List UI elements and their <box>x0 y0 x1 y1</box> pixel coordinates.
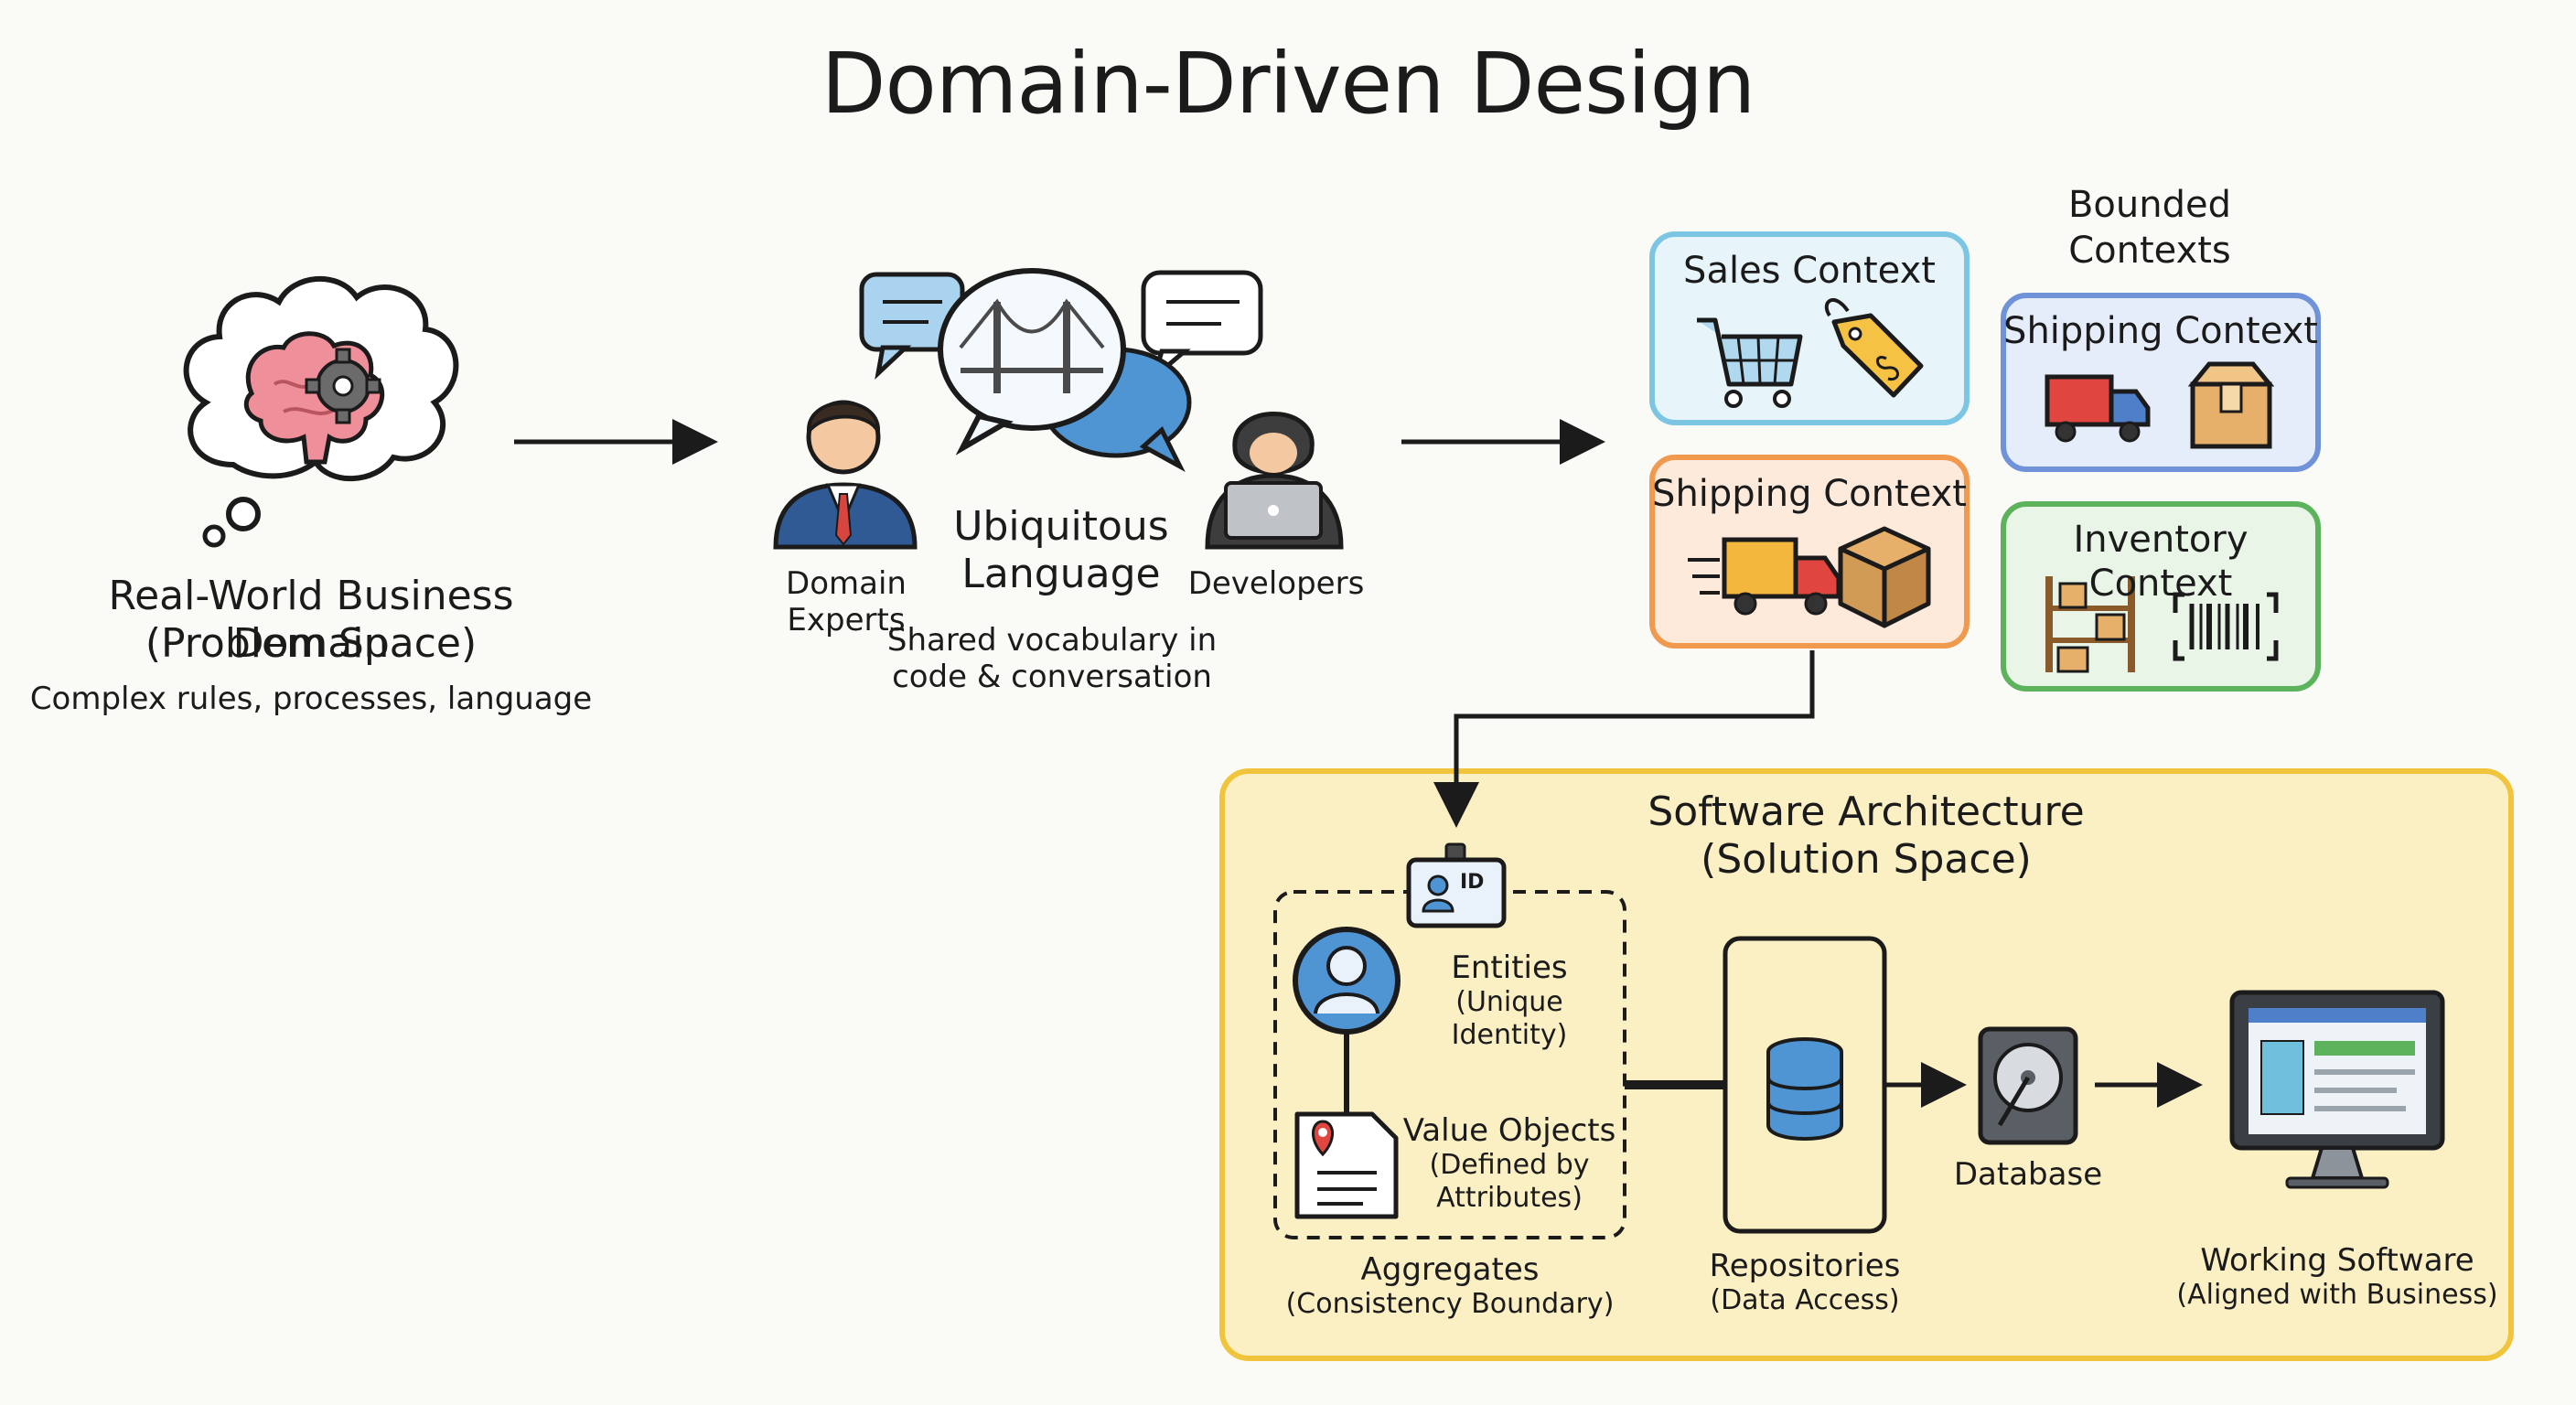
sales-context-box[interactable] <box>1649 231 1970 425</box>
ubiquitous-language-line2: Language <box>961 551 1161 597</box>
box-alt-icon <box>2187 361 2275 449</box>
price-tag-icon <box>1824 297 1924 398</box>
aggregates-label: Aggregates <box>1360 1251 1540 1288</box>
entities-label: Entities <box>1451 949 1568 986</box>
shipping-context-title: Shipping Context <box>1652 473 1967 515</box>
page-title: Domain-Driven Design <box>821 35 1756 133</box>
bounded-contexts-line2: Contexts <box>2068 230 2231 272</box>
repositories-label: Repositories <box>1709 1248 1901 1284</box>
bridge-icon <box>938 268 1126 456</box>
barcode-icon <box>2173 592 2279 661</box>
developers-label: Developers <box>1187 565 1365 602</box>
problem-subtitle: Complex rules, processes, language <box>29 681 593 717</box>
problem-title-line2: (Problem Space) <box>145 620 478 667</box>
ubiquitous-language-line1: Ubiquitous <box>953 503 1169 550</box>
shelves-icon <box>2045 576 2135 673</box>
aggregates-sub: (Consistency Boundary) <box>1285 1288 1615 1320</box>
architecture-title-line2: (Solution Space) <box>1701 836 2032 883</box>
brain-gear-icon <box>183 275 459 548</box>
value-objects-label: Value Objects <box>1402 1112 1616 1149</box>
sales-context-title: Sales Context <box>1683 250 1936 292</box>
value-objects-sub-line1: (Defined by <box>1429 1149 1590 1181</box>
working-software-sub: (Aligned with Business) <box>2176 1279 2498 1311</box>
language-desc-line1: Shared vocabulary in <box>886 622 1218 659</box>
cart-icon <box>1697 317 1803 408</box>
hard-drive-icon <box>1978 1026 2078 1145</box>
value-objects-sub-line2: Attributes) <box>1436 1182 1583 1214</box>
working-software-label: Working Software <box>2200 1242 2474 1279</box>
id-badge-text: ID <box>1460 871 1485 894</box>
box-icon <box>1838 526 1931 628</box>
database-stack-icon <box>1766 1037 1843 1141</box>
entities-sub: (Unique Identity) <box>1451 986 1568 1051</box>
bounded-contexts-line1: Bounded <box>2067 184 2231 226</box>
truck-icon <box>1688 537 1841 616</box>
user-icon <box>1293 927 1401 1035</box>
problem-title-line1: Real-World Business Domain <box>108 573 514 667</box>
database-label: Database <box>1953 1156 2103 1193</box>
truck-alt-icon <box>2045 374 2151 443</box>
developer-icon <box>1205 412 1344 550</box>
shipping-context-alt-title: Shipping Context <box>2003 310 2318 352</box>
architecture-title-line1: Software Architecture <box>1648 788 2085 835</box>
document-pin-icon <box>1294 1111 1399 1219</box>
inventory-context-title: Inventory Context <box>2073 519 2249 605</box>
domain-experts-label: Domain Experts <box>786 565 907 638</box>
repositories-sub: (Data Access) <box>1710 1284 1900 1316</box>
id-badge-icon <box>1406 842 1507 928</box>
language-desc-line2: code & conversation <box>892 659 1212 695</box>
monitor-icon <box>2229 990 2445 1189</box>
domain-expert-icon <box>773 400 918 550</box>
flow-arrow-context-to-architecture <box>1433 650 1815 828</box>
